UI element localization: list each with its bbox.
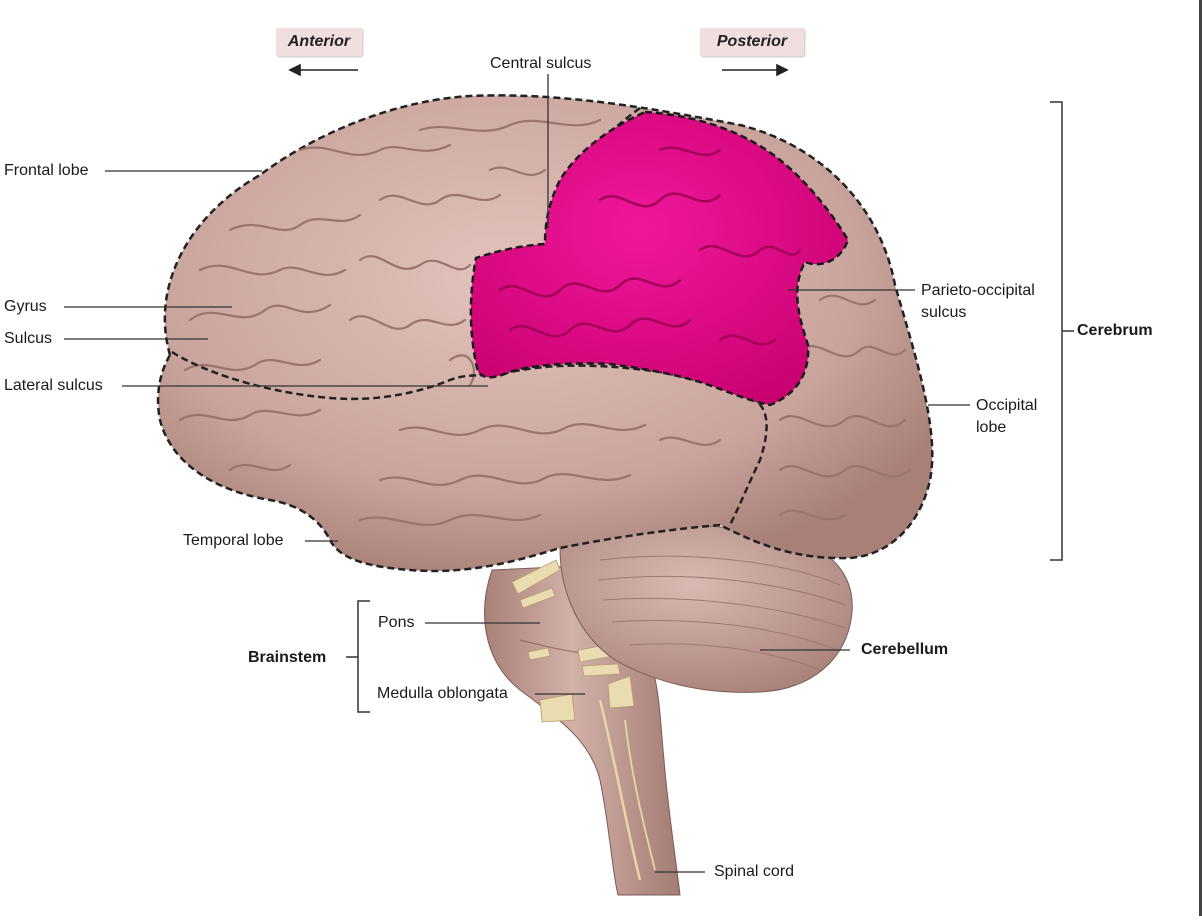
parietal-folds bbox=[498, 146, 802, 346]
window-edge bbox=[1199, 0, 1202, 916]
label-cerebellum: Cerebellum bbox=[861, 641, 949, 658]
label-sulcus: Sulcus bbox=[4, 330, 53, 347]
label-cerebrum: Cerebrum bbox=[1077, 322, 1153, 339]
brackets bbox=[346, 101, 1074, 713]
anterior-tag: Anterior bbox=[276, 28, 362, 56]
label-central-sulcus: Central sulcus bbox=[490, 55, 592, 72]
posterior-tag: Posterior bbox=[700, 28, 804, 56]
label-parieto-occipital-line2: sulcus bbox=[921, 304, 967, 321]
gyri-folds bbox=[178, 118, 912, 526]
label-pons: Pons bbox=[378, 614, 415, 631]
label-frontal-lobe: Frontal lobe bbox=[4, 162, 89, 179]
label-occipital-line1: Occipital bbox=[976, 397, 1038, 414]
label-temporal-lobe: Temporal lobe bbox=[183, 532, 284, 549]
label-occipital-line2: lobe bbox=[976, 419, 1007, 436]
label-spinal-cord: Spinal cord bbox=[714, 863, 795, 880]
label-lateral-sulcus: Lateral sulcus bbox=[4, 377, 103, 394]
direction-arrows bbox=[288, 63, 789, 77]
label-medulla-oblongata: Medulla oblongata bbox=[377, 685, 508, 702]
label-brainstem: Brainstem bbox=[248, 649, 327, 666]
label-gyrus: Gyrus bbox=[4, 298, 47, 315]
parietal-lobe-highlight bbox=[469, 110, 850, 407]
label-parieto-occipital-line1: Parieto-occipital bbox=[921, 282, 1035, 299]
leader-lines bbox=[64, 74, 970, 873]
